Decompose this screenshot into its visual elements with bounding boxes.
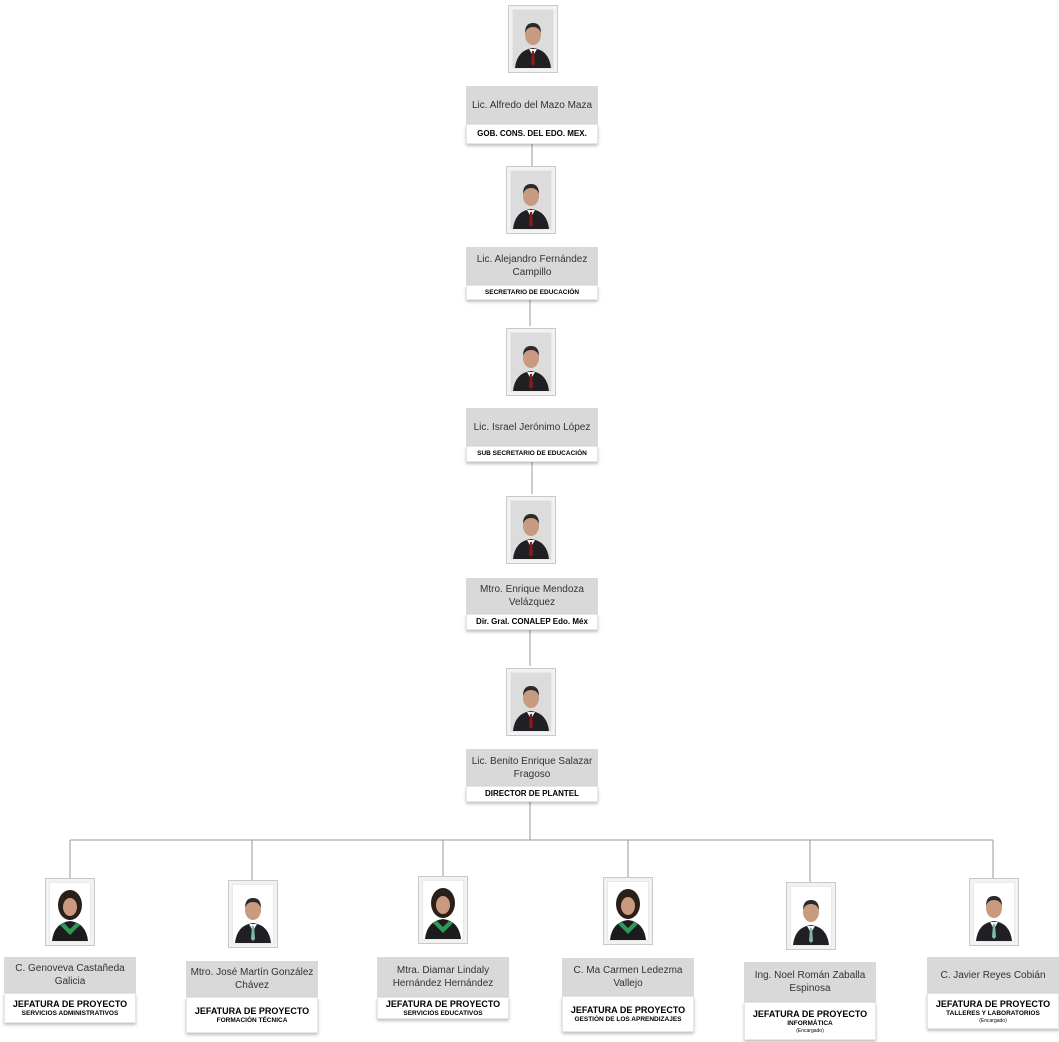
position-area: GESTIÓN DE LOS APRENDIZAJES [574,1015,682,1023]
person-name: C. Genoveva Castañeda Galicia [4,957,136,993]
portrait-staff-3 [418,876,468,944]
person-name: Lic. Israel Jerónimo López [466,408,598,446]
portrait-governor [508,5,558,73]
portrait-director-general [506,496,556,564]
position-title: SECRETARIO DE EDUCACIÓN [484,288,580,296]
position-title: Dir. Gral. CONALEP Edo. Méx [476,617,588,626]
node-plantel-director: Lic. Benito Enrique Salazar Fragoso DIRE… [466,749,598,802]
portrait-staff-2 [228,880,278,948]
position-title: GOB. CONS. DEL EDO. MEX. [477,129,587,138]
node-staff-5: Ing. Noel Román Zaballa Espinosa JEFATUR… [744,962,876,1040]
node-staff-3: Mtra. Diamar Lindaly Hernández Hernández… [377,957,509,1019]
person-name: Lic. Benito Enrique Salazar Fragoso [466,749,598,786]
portrait-staff-5 [786,882,836,950]
node-staff-6: C. Javier Reyes Cobián JEFATURA DE PROYE… [927,957,1059,1029]
position-title: DIRECTOR DE PLANTEL [484,789,580,798]
person-name: Mtro. José Martín González Chávez [186,961,318,997]
person-name: Mtra. Diamar Lindaly Hernández Hernández [377,957,509,997]
position-area: SERVICIOS ADMINISTRATIVOS [21,1009,119,1017]
position-area: TALLERES Y LABORATORIOS [946,1009,1040,1017]
portrait-staff-1 [45,878,95,946]
node-staff-1: C. Genoveva Castañeda Galicia JEFATURA D… [4,957,136,1023]
person-name: Lic. Alejandro Fernández Campillo [466,247,598,285]
position-note: (Encargado) [796,1027,824,1034]
node-staff-4: C. Ma Carmen Ledezma Vallejo JEFATURA DE… [562,958,694,1032]
person-name: C. Ma Carmen Ledezma Vallejo [562,958,694,996]
position-title: JEFATURA DE PROYECTO [12,998,128,1009]
person-name: C. Javier Reyes Cobián [927,957,1059,993]
position-area: INFORMÁTICA [787,1019,833,1027]
portrait-secretary [506,166,556,234]
position-area: FORMACIÓN TÉCNICA [216,1016,288,1024]
position-title: JEFATURA DE PROYECTO [752,1008,868,1019]
node-staff-2: Mtro. José Martín González Chávez JEFATU… [186,961,318,1033]
person-name: Mtro. Enrique Mendoza Velázquez [466,578,598,614]
position-area: SERVICIOS EDUCATIVOS [403,1009,483,1017]
position-title: JEFATURA DE PROYECTO [385,998,501,1009]
position-title: JEFATURA DE PROYECTO [194,1005,310,1016]
position-title: SUB SECRETARIO DE EDUCACIÓN [477,450,587,457]
portrait-staff-4 [603,877,653,945]
person-name: Ing. Noel Román Zaballa Espinosa [744,962,876,1002]
portrait-staff-6 [969,878,1019,946]
node-director-general: Mtro. Enrique Mendoza Velázquez Dir. Gra… [466,578,598,630]
position-title: JEFATURA DE PROYECTO [570,1004,686,1015]
portrait-plantel-director [506,668,556,736]
position-title: JEFATURA DE PROYECTO [935,998,1051,1009]
node-secretary: Lic. Alejandro Fernández Campillo SECRET… [466,247,598,300]
portrait-undersecretary [506,328,556,396]
person-name: Lic. Alfredo del Mazo Maza [466,86,598,124]
position-note: (Encargado) [979,1017,1007,1024]
node-undersecretary: Lic. Israel Jerónimo López SUB SECRETARI… [466,408,598,462]
node-governor: Lic. Alfredo del Mazo Maza GOB. CONS. DE… [466,86,598,144]
